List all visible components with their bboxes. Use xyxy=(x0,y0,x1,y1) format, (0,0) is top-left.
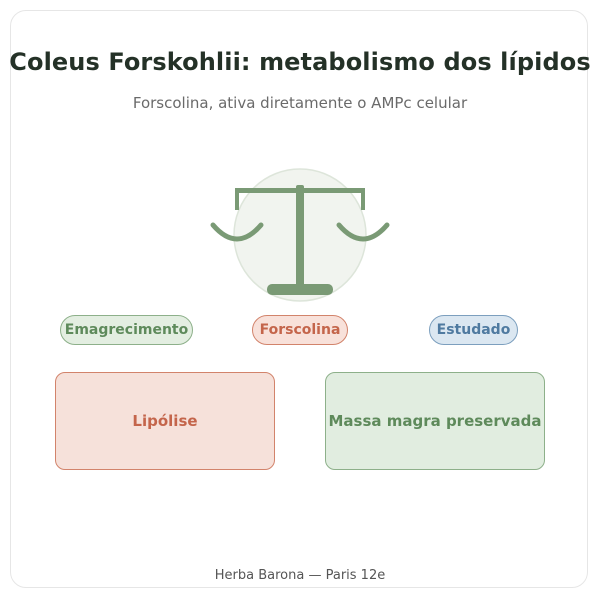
box-lipolise: Lipólise xyxy=(55,372,275,470)
page-title: Coleus Forskohlii: metabolismo dos lípid… xyxy=(9,48,591,76)
tag-estudado: Estudado xyxy=(429,315,518,345)
page-subtitle: Forscolina, ativa diretamente o AMPc cel… xyxy=(132,94,468,112)
footer-credit: Herba Barona — Paris 12e xyxy=(214,568,386,583)
tag-forscolina: Forscolina xyxy=(252,315,348,345)
tag-emagrecimento: Emagrecimento xyxy=(60,315,193,345)
balance-scale-icon xyxy=(205,165,395,305)
box-massa-magra: Massa magra preservada xyxy=(325,372,545,470)
